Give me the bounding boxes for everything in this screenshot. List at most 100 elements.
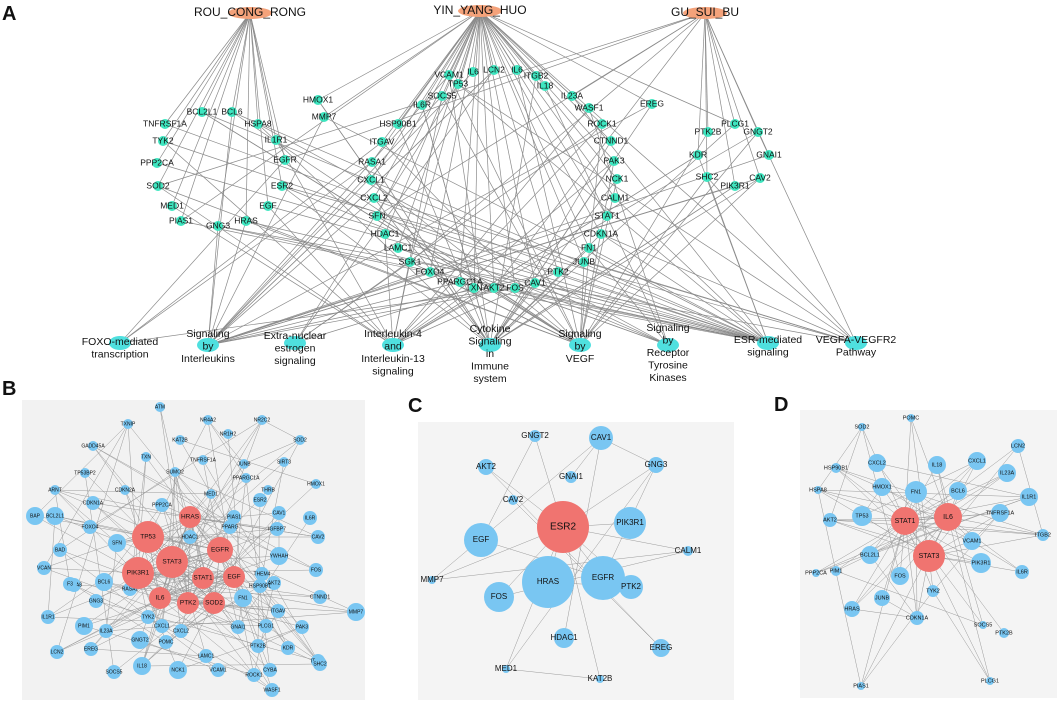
- node-ywhah: [270, 547, 288, 565]
- target-node-cxcl1: [366, 175, 376, 185]
- edge: [180, 597, 244, 632]
- node-label-tyk2: TYK2: [142, 614, 155, 620]
- node-igfbp7: [270, 522, 284, 536]
- edge: [162, 12, 251, 142]
- node-nr2c2: [257, 415, 267, 425]
- edge: [323, 116, 769, 344]
- node-cav2: [311, 530, 325, 544]
- node-label-pias1: PIAS1: [227, 514, 241, 520]
- target-node-kdr: [693, 150, 703, 160]
- target-label-junb: JUNB: [573, 256, 596, 266]
- edge: [815, 516, 949, 574]
- node-label-cxcl1: CXCL1: [154, 623, 170, 629]
- node-label-il18: IL18: [932, 462, 943, 468]
- hub-node-hras: [179, 506, 201, 528]
- edge: [579, 261, 585, 346]
- edge: [233, 512, 280, 518]
- node-fos: [891, 567, 909, 585]
- node-wasf1: [265, 683, 279, 697]
- edge: [54, 489, 191, 518]
- target-node-il6: [468, 67, 478, 77]
- node-fos: [309, 563, 323, 577]
- node-pomc: [159, 635, 173, 649]
- edge: [489, 185, 736, 346]
- hub-label-hras: HRAS: [181, 514, 200, 521]
- edge: [479, 10, 618, 180]
- edge: [90, 648, 207, 657]
- node-il18: [928, 456, 946, 474]
- edge: [207, 271, 559, 346]
- edge: [947, 516, 1023, 573]
- edge: [757, 131, 857, 344]
- node-pias1: [857, 682, 865, 690]
- edge: [421, 10, 481, 106]
- target-label-hspa8: HSPA8: [244, 118, 272, 128]
- herb-label-rou-cong-rong: ROU_CONG_RONG: [194, 5, 306, 19]
- edge: [579, 176, 708, 346]
- node-tyk2: [927, 585, 939, 597]
- node-label-cdkn1a: CDKN1A: [83, 500, 104, 506]
- edge: [157, 185, 394, 346]
- edge: [177, 626, 303, 671]
- node-label-cav1: CAV1: [273, 510, 286, 516]
- pathway-label-3-3: signaling: [372, 365, 414, 377]
- node-egf: [464, 523, 498, 557]
- edge: [614, 197, 769, 344]
- node-label-atm: ATM: [155, 404, 165, 410]
- target-node-egfr: [280, 155, 290, 165]
- pathway-label-6-3: Tyrosine: [648, 359, 688, 371]
- pathway-node-5: [569, 338, 591, 352]
- node-label-med1: MED1: [204, 491, 218, 497]
- edge: [704, 12, 736, 125]
- node-gnai1: [565, 471, 577, 483]
- node-label-itgb2: ITGB2: [1035, 532, 1051, 538]
- pathway-node-2: [284, 336, 306, 350]
- target-node-rock1: [597, 119, 607, 129]
- pathway-label-4-4: system: [473, 373, 507, 385]
- edge: [371, 10, 481, 163]
- node-txn: [141, 452, 151, 462]
- node-label-fos: FOS: [894, 573, 906, 579]
- edge: [207, 419, 247, 479]
- target-label-il23a: IL23A: [561, 90, 584, 100]
- target-label-hmox1: HMOX1: [303, 94, 334, 104]
- node-lcn2: [50, 645, 64, 659]
- hub-label-il6: IL6: [943, 514, 953, 521]
- node-label-rasa1: RASA1: [122, 586, 139, 592]
- hub-node-esr2: [537, 501, 589, 553]
- edge: [157, 12, 706, 187]
- edge: [479, 10, 612, 142]
- edge: [189, 516, 317, 571]
- edge: [171, 461, 285, 563]
- edge: [249, 12, 283, 187]
- target-node-ptk2b: [703, 127, 713, 137]
- node-esr2: [253, 493, 267, 507]
- node-tp53: [852, 506, 872, 526]
- node-label-nr1h2: NR1H2: [220, 431, 237, 437]
- target-node-pik3r1: [730, 181, 740, 191]
- node-kdr: [281, 641, 295, 655]
- pathway-node-4: [479, 338, 501, 352]
- node-tyk2: [141, 610, 155, 624]
- target-label-itgav: ITGAV: [370, 136, 395, 146]
- node-label-lcn2: LCN2: [1011, 443, 1025, 449]
- target-node-junb: [579, 257, 589, 267]
- node-label-gnai1: GNAI1: [559, 472, 584, 481]
- node-ptk2: [619, 575, 643, 599]
- edge: [207, 154, 770, 346]
- target-label-cdkn1a: CDKN1A: [584, 228, 619, 238]
- hub-node-pik3r1: [122, 557, 154, 589]
- edge: [217, 12, 251, 227]
- edge: [493, 287, 769, 344]
- pathway-label-2-1: estrogen: [275, 342, 316, 354]
- edge: [479, 10, 585, 263]
- edge: [835, 467, 906, 522]
- edge: [219, 549, 357, 613]
- edge: [489, 178, 618, 346]
- pathway-label-1-1: by: [202, 340, 214, 352]
- node-bcl6: [95, 573, 113, 591]
- hub-label-egfr: EGFR: [211, 547, 229, 554]
- node-nck1: [169, 661, 187, 679]
- edge: [588, 107, 857, 344]
- edge: [409, 12, 706, 263]
